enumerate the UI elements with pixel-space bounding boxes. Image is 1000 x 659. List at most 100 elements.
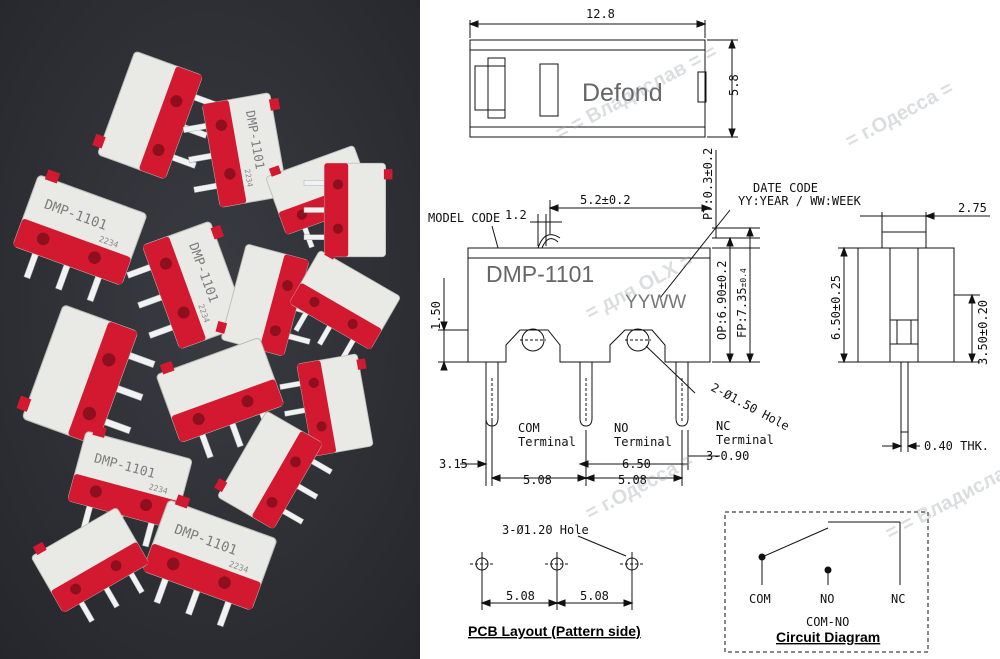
switch-hole bbox=[332, 179, 344, 190]
switch-hole bbox=[347, 318, 358, 330]
switch-red-base bbox=[202, 100, 247, 207]
micro-switch bbox=[31, 508, 149, 623]
switch-actuator bbox=[214, 478, 228, 493]
terminal-nc bbox=[675, 362, 689, 427]
switch-terminal bbox=[303, 207, 327, 213]
switch-hole bbox=[290, 456, 301, 468]
side-view bbox=[838, 212, 990, 452]
micro-switch bbox=[156, 337, 284, 459]
dim-thk: 0.40 THK. bbox=[924, 439, 989, 453]
switch-actuator bbox=[356, 358, 367, 370]
switch-hole bbox=[110, 560, 122, 572]
dim-pt: PT:0.3±0.2 bbox=[701, 148, 715, 220]
dim-op: OP:6.90±0.2 bbox=[715, 261, 729, 340]
pcb-dim-a: 5.08 bbox=[506, 589, 535, 603]
micro-switch bbox=[214, 411, 333, 529]
circuit-no-label: NO bbox=[820, 592, 834, 606]
dim-1-50: 1.50 bbox=[429, 301, 443, 330]
circuit-subtitle: COM-NO bbox=[806, 615, 849, 629]
switch-actuator bbox=[44, 169, 61, 184]
switch-hole bbox=[316, 421, 327, 432]
micro-switch bbox=[92, 51, 219, 179]
pcb-hole-label: 3-Ø1.20 Hole bbox=[502, 523, 589, 537]
circuit-contact-no bbox=[824, 566, 832, 574]
terminal-no bbox=[579, 362, 593, 427]
circuit-caption: Circuit Diagram bbox=[776, 629, 880, 645]
dim-5-2: 5.2±0.2 bbox=[580, 193, 631, 207]
front-view bbox=[438, 150, 760, 486]
switch-actuator bbox=[324, 247, 338, 260]
switch-hole bbox=[89, 485, 102, 498]
no-terminal-line2: Terminal bbox=[614, 435, 672, 449]
switch-red-base bbox=[297, 360, 337, 456]
switch-actuator bbox=[383, 169, 393, 180]
com-terminal-line1: COM bbox=[518, 421, 540, 435]
switch-hole bbox=[140, 499, 153, 512]
switch-actuator bbox=[32, 541, 47, 556]
switch-hole bbox=[102, 353, 116, 367]
switch-hole bbox=[332, 223, 344, 234]
switch-hole bbox=[36, 232, 50, 246]
switch-terminal bbox=[303, 234, 327, 240]
switch-actuator bbox=[92, 425, 107, 438]
date-code-title: DATE CODE bbox=[753, 181, 818, 195]
switch-hole bbox=[309, 296, 320, 308]
dim-5-08-a: 5.08 bbox=[523, 473, 552, 487]
pcb-dim-b: 5.08 bbox=[580, 589, 609, 603]
switch-actuator bbox=[210, 224, 225, 240]
circuit-nc-label: NC bbox=[891, 592, 905, 606]
switch-date-text: 2234 bbox=[243, 168, 255, 188]
top-view-width-label: 12.8 bbox=[586, 7, 615, 21]
dim-6-50: 6.50 bbox=[622, 457, 651, 471]
switch-hole bbox=[224, 168, 236, 180]
front-view-body bbox=[467, 247, 711, 363]
switch-red-base bbox=[143, 236, 206, 349]
switch-hole bbox=[215, 119, 228, 131]
micro-switch bbox=[16, 305, 156, 445]
switch-hole bbox=[218, 576, 231, 589]
nc-terminal-line1: NC bbox=[716, 419, 730, 433]
switch-actuator bbox=[16, 395, 32, 412]
pcb-caption: PCB Layout (Pattern side) bbox=[468, 623, 641, 639]
switch-actuator bbox=[174, 494, 191, 509]
switch-hole bbox=[266, 496, 278, 508]
dim-3-15: 3.15 bbox=[439, 457, 468, 471]
switch-red-base bbox=[324, 163, 349, 257]
switch-hole bbox=[282, 280, 293, 291]
dim-2-75: 2.75 bbox=[958, 201, 987, 215]
com-terminal-line2: Terminal bbox=[518, 435, 576, 449]
switch-hole bbox=[192, 413, 205, 426]
micro-switch bbox=[303, 162, 393, 258]
side-view-terminal bbox=[900, 361, 909, 433]
circuit-com-label: COM bbox=[749, 592, 771, 606]
switch-hole bbox=[241, 395, 254, 408]
switch-hole bbox=[308, 377, 319, 388]
dim-5-08-b: 5.08 bbox=[618, 473, 647, 487]
switch-actuator bbox=[215, 321, 228, 334]
circuit-frame bbox=[724, 511, 929, 653]
no-terminal-line1: NO bbox=[614, 421, 628, 435]
switch-actuator bbox=[159, 360, 175, 375]
switch-hole bbox=[88, 251, 101, 264]
technical-drawing: 12.8 5.8 Defond MODEL CODE 1.2 5.2±0.2 D… bbox=[420, 0, 1000, 659]
switch-hole bbox=[82, 406, 96, 421]
top-view-height-label: 5.8 bbox=[727, 74, 741, 96]
switch-hole bbox=[152, 144, 165, 157]
switch-actuator bbox=[92, 133, 106, 149]
dim-fp: FP:7.35±0.4 bbox=[735, 268, 749, 338]
switch-hole bbox=[269, 325, 281, 337]
top-view bbox=[468, 20, 738, 139]
switch-red-base bbox=[171, 379, 284, 442]
brand-label: Defond bbox=[582, 79, 663, 107]
switch-hole bbox=[177, 306, 190, 319]
date-code-mark: YYWW bbox=[625, 292, 686, 313]
date-code-format: YY:YEAR / WW:WEEK bbox=[738, 194, 862, 208]
model-code-label: MODEL CODE bbox=[428, 211, 500, 225]
model-label: DMP-1101 bbox=[486, 261, 594, 287]
